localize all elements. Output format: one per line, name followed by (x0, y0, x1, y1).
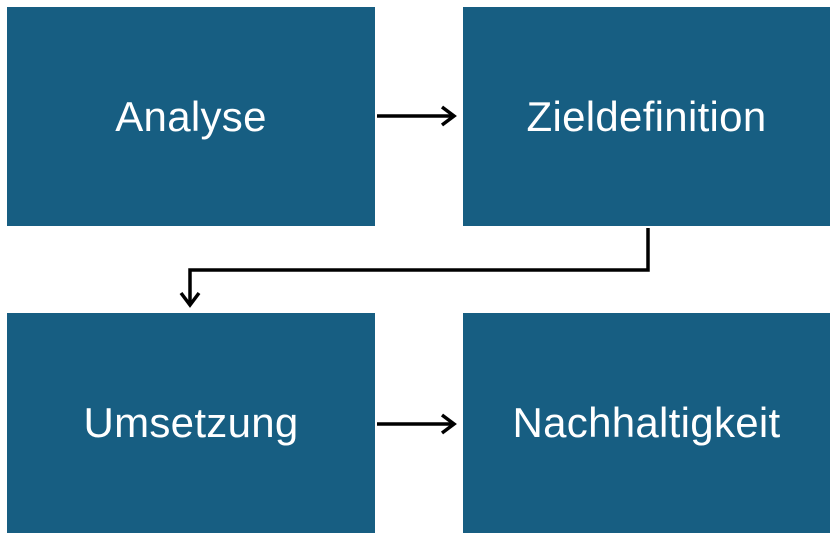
step-label: Analyse (115, 92, 267, 140)
step-label: Umsetzung (83, 399, 299, 446)
connector-zieldefinition-to-umsetzung (188, 228, 650, 303)
step-box-zieldefinition: Zieldefinition (463, 7, 830, 226)
arrowhead-icon (440, 413, 457, 435)
arrowhead-icon (440, 105, 457, 127)
step-box-nachhaltigkeit: Nachhaltigkeit (463, 313, 830, 533)
step-box-analyse: Analyse (7, 7, 375, 226)
arrowhead-icon (179, 291, 201, 308)
step-box-umsetzung: Umsetzung (7, 313, 375, 533)
step-label: Nachhaltigkeit (512, 399, 781, 446)
step-label: Zieldefinition (526, 92, 767, 140)
